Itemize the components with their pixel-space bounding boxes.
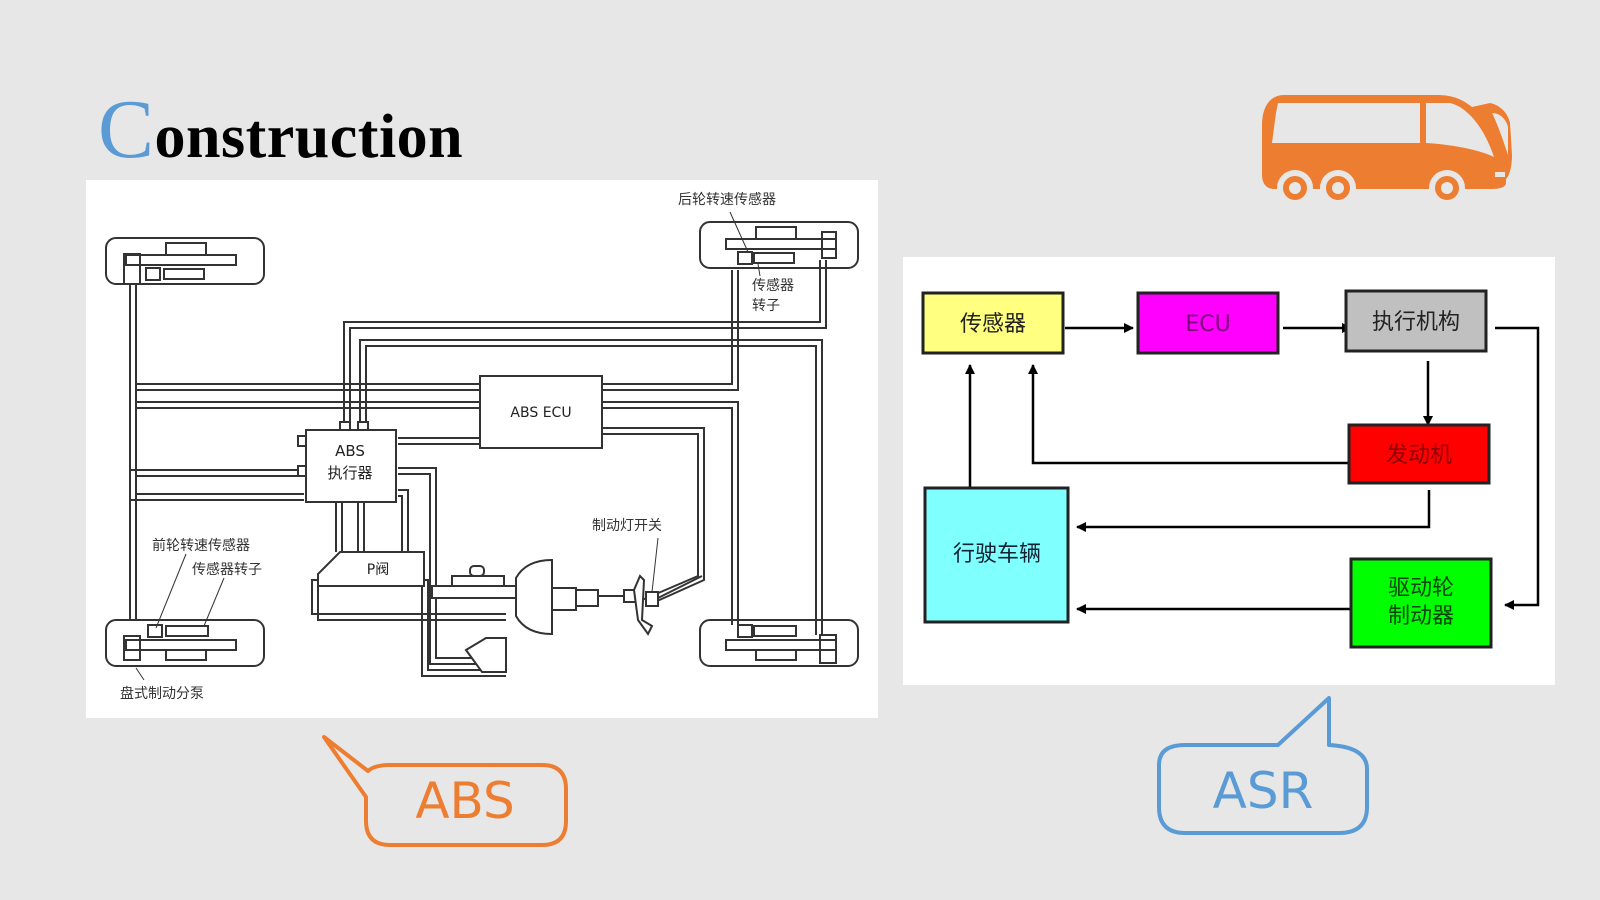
node-sensor bbox=[921, 291, 1065, 355]
node-actuator bbox=[1344, 289, 1488, 353]
bus-icon bbox=[1262, 95, 1512, 205]
asr-block-diagram-panel: 传感器 ECU 执行机构 发动机 行驶车辆 驱动轮 制动器 bbox=[903, 257, 1555, 685]
node-sensor-label: 传感器 bbox=[960, 312, 1026, 337]
p-valve-box bbox=[317, 551, 425, 587]
abs-actuator-label-1: ABS bbox=[335, 442, 365, 460]
p-valve-label: P阀 bbox=[367, 562, 389, 578]
node-ecu-label: ECU bbox=[1185, 312, 1230, 337]
slide-title-initial: C bbox=[98, 83, 155, 176]
abs-schematic: ABS ECU ABS 执行器 P阀 bbox=[105, 191, 859, 702]
abs-actuator-label-2: 执行器 bbox=[327, 464, 372, 482]
brake-light-switch-label: 制动灯开关 bbox=[592, 518, 662, 534]
wheel-front-right bbox=[699, 619, 859, 667]
node-actuator-label: 执行机构 bbox=[1372, 310, 1460, 335]
abs-schematic-panel: ABS ECU ABS 执行器 P阀 bbox=[86, 180, 878, 718]
rear-sensor-rotor-label-2: 转子 bbox=[752, 298, 780, 314]
node-engine bbox=[1347, 423, 1491, 485]
node-ecu bbox=[1136, 291, 1280, 355]
asr-block-diagram: 传感器 ECU 执行机构 发动机 行驶车辆 驱动轮 制动器 bbox=[921, 289, 1540, 649]
slide-title: Construction bbox=[98, 88, 463, 172]
abs-callout-shape bbox=[322, 735, 568, 847]
abs-callout-label: ABS bbox=[415, 772, 515, 830]
asr-callout-shape bbox=[1157, 696, 1369, 835]
asr-callout-label: ASR bbox=[1212, 762, 1314, 820]
front-wheel-speed-sensor-label: 前轮转速传感器 bbox=[152, 537, 250, 554]
rear-wheel-speed-sensor-label: 后轮转速传感器 bbox=[678, 191, 776, 208]
slide-title-rest: onstruction bbox=[154, 103, 464, 171]
front-sensor-rotor-label: 传感器转子 bbox=[192, 561, 262, 578]
wheel-front-left bbox=[105, 237, 265, 285]
wheel-rear-left bbox=[105, 619, 265, 667]
wheel-rear-right bbox=[699, 221, 859, 269]
abs-ecu-box bbox=[479, 375, 603, 449]
node-drive-wheel-brake bbox=[1349, 557, 1493, 649]
disc-brake-caliper-label: 盘式制动分泵 bbox=[120, 685, 204, 702]
node-vehicle bbox=[923, 486, 1070, 624]
node-drive-wheel-brake-label-2: 制动器 bbox=[1388, 604, 1454, 629]
abs-callout: ABS bbox=[320, 733, 572, 851]
node-vehicle-label: 行驶车辆 bbox=[953, 542, 1041, 567]
edge-engine-vehicle bbox=[1076, 490, 1431, 532]
rear-sensor-rotor-label-1: 传感器 bbox=[752, 277, 794, 294]
edge-actuator-brake bbox=[1495, 326, 1540, 610]
edge-engine-sensor bbox=[1028, 364, 1358, 465]
asr-callout: ASR bbox=[1155, 693, 1371, 839]
abs-ecu-label: ABS ECU bbox=[510, 405, 571, 421]
node-engine-label: 发动机 bbox=[1386, 443, 1452, 468]
abs-actuator-box bbox=[305, 429, 397, 503]
node-drive-wheel-brake-label-1: 驱动轮 bbox=[1388, 576, 1454, 601]
